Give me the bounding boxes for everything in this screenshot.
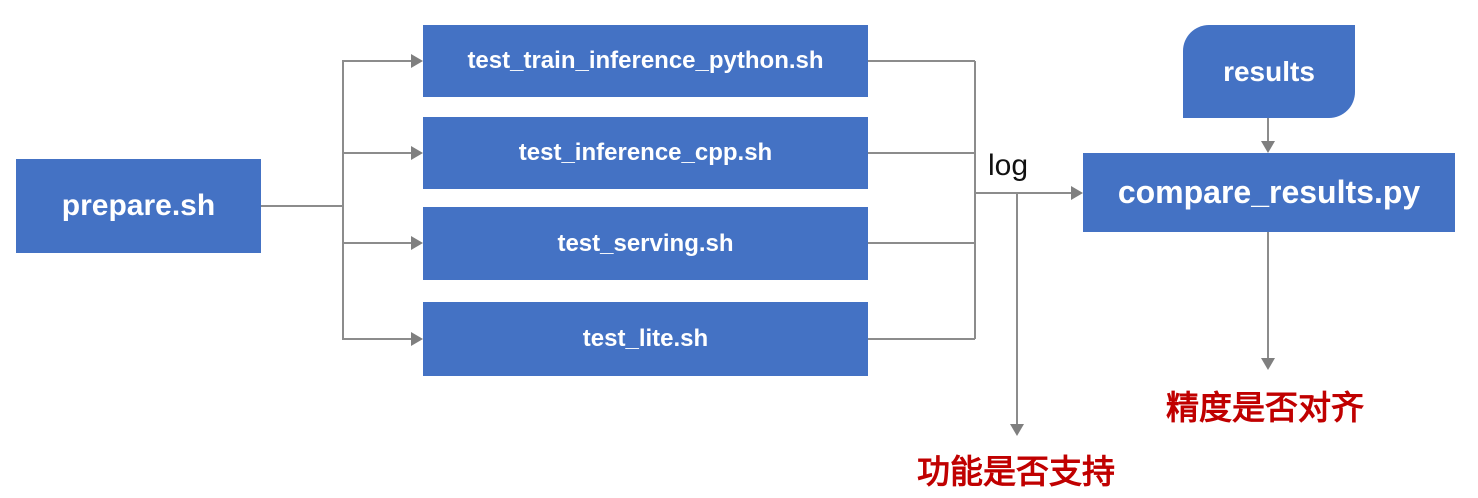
connector-test2-out (868, 152, 975, 154)
arrowhead-to-precision-outcome (1261, 358, 1275, 370)
connector-test1-out (868, 60, 975, 62)
connector-log-to-compare (974, 192, 1072, 194)
node-test-train-inference-python-sh: test_train_inference_python.sh (423, 25, 868, 97)
connector-to-test2 (342, 152, 411, 154)
connector-results-to-compare (1267, 118, 1269, 142)
arrowhead-to-function-outcome (1010, 424, 1024, 436)
connector-branch-trunk (342, 61, 344, 339)
outcome-function-support: 功能是否支持 (917, 453, 1115, 490)
connector-to-precision-outcome (1267, 232, 1269, 359)
arrowhead-results-to-compare (1261, 141, 1275, 153)
arrowhead-to-test4 (411, 332, 423, 346)
node-prepare-sh: prepare.sh (16, 159, 261, 253)
connector-test3-out (868, 242, 975, 244)
node-test-lite-sh: test_lite.sh (423, 302, 868, 376)
connector-to-test4 (342, 338, 411, 340)
node-compare-results-py: compare_results.py (1083, 153, 1455, 232)
arrowhead-to-test3 (411, 236, 423, 250)
outcome-precision-aligned: 精度是否对齐 (1166, 389, 1364, 426)
connector-prepare-out (261, 205, 343, 207)
node-test-inference-cpp-sh: test_inference_cpp.sh (423, 117, 868, 189)
arrowhead-to-compare (1071, 186, 1083, 200)
connector-to-test1 (342, 60, 411, 62)
arrowhead-to-test1 (411, 54, 423, 68)
connector-test4-out (868, 338, 975, 340)
edge-label-log: log (988, 149, 1029, 182)
arrowhead-to-test2 (411, 146, 423, 160)
connector-to-function-outcome (1016, 193, 1018, 424)
node-results: results (1183, 25, 1355, 118)
node-test-serving-sh: test_serving.sh (423, 207, 868, 280)
connector-to-test3 (342, 242, 411, 244)
connector-collector-trunk (974, 61, 976, 339)
